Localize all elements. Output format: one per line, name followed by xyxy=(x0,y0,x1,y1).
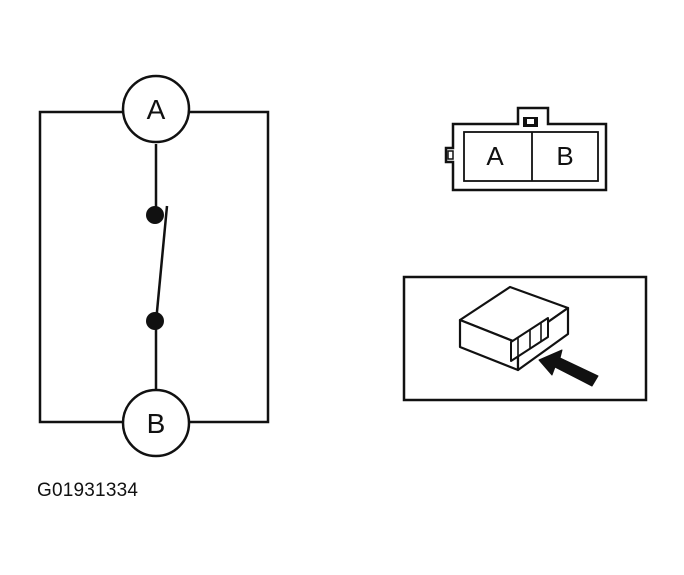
switch-contact-lower xyxy=(146,312,164,330)
schematic-loop-left xyxy=(38,110,123,424)
connector-latch-key-notch xyxy=(527,119,534,124)
terminal-a-circle xyxy=(121,74,191,144)
switch-contact-upper xyxy=(146,206,164,224)
schematic-loop-right xyxy=(189,110,270,424)
connector-pin-a-label: A xyxy=(486,141,504,171)
terminal-b-circle xyxy=(121,388,191,458)
terminal-b-label: B xyxy=(147,408,166,439)
connector-side-notch xyxy=(447,150,454,160)
switch-blade xyxy=(154,205,169,323)
connector-inner-frame xyxy=(463,131,599,182)
switch-schematic xyxy=(38,110,270,424)
terminal-b: B xyxy=(121,388,191,458)
connector-housing xyxy=(444,106,608,192)
location-arrow xyxy=(538,349,599,387)
terminal-a-label: A xyxy=(147,94,166,125)
switch-module-illustration xyxy=(458,285,570,372)
location-inset xyxy=(402,275,648,402)
terminal-a: A xyxy=(121,74,191,144)
figure-code: G01931334 xyxy=(37,480,139,501)
connector-pin-b-label: B xyxy=(556,141,573,171)
connector-face xyxy=(444,106,608,192)
